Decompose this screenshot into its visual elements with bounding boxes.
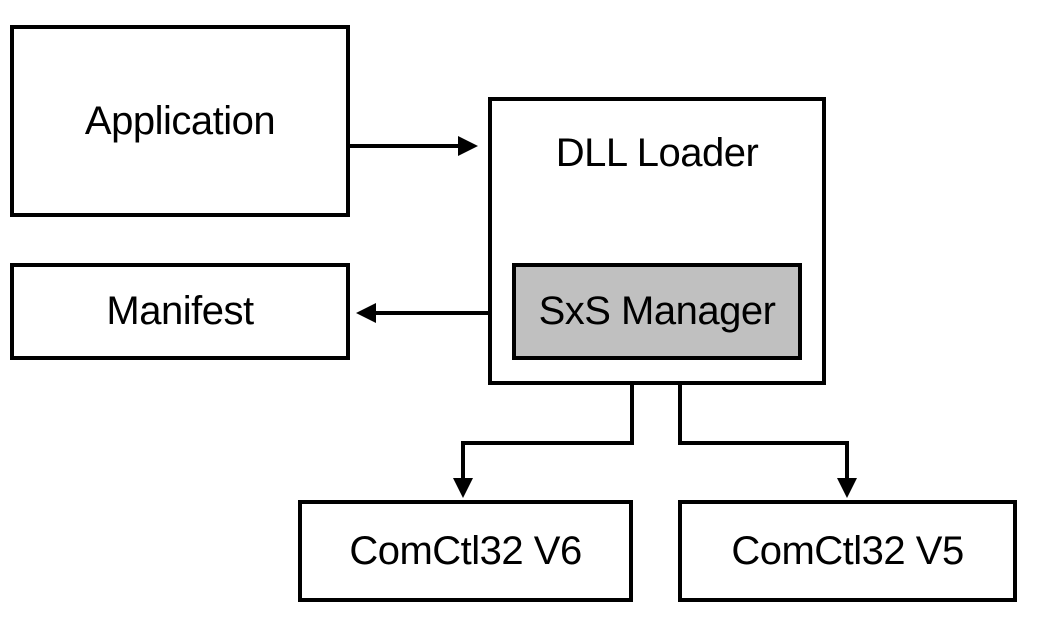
node-comctl32-v5-label: ComCtl32 V5 [731,528,964,573]
node-application-label: Application [84,98,276,143]
node-sxs-manager-label: SxS Manager [538,289,776,333]
arrowhead-manifest [356,303,376,323]
edge-dll-loader-to-comctl-v5 [678,385,849,478]
edge-dll-loader-to-comctl-v6 [461,385,634,478]
node-sxs-manager: SxS Manager [512,263,802,360]
arrowhead-dll-loader [458,136,478,156]
node-comctl32-v6: ComCtl32 V6 [298,500,633,602]
arrowhead-comctl-v5 [837,478,857,498]
node-comctl32-v5: ComCtl32 V5 [678,500,1017,602]
node-manifest: Manifest [10,263,350,360]
arrowhead-comctl-v6 [453,478,473,498]
node-dll-loader-label: DLL Loader [555,131,759,175]
node-manifest-label: Manifest [106,289,254,333]
node-application: Application [10,25,350,217]
node-comctl32-v6-label: ComCtl32 V6 [349,528,582,573]
